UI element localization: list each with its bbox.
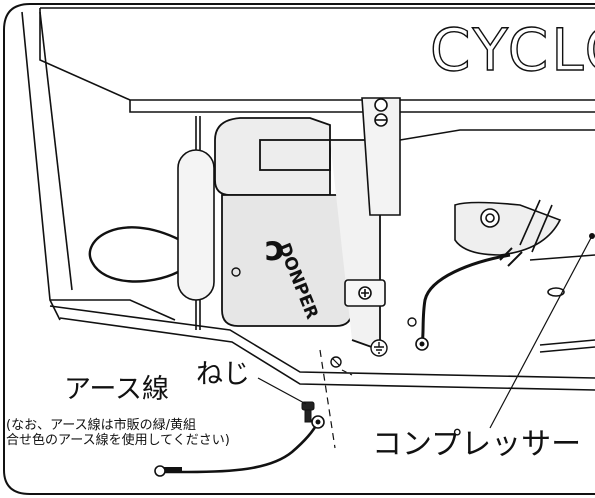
outer-frame [3, 3, 595, 495]
base-plate [49, 254, 595, 391]
earth-symbol-icon [370, 339, 388, 357]
insertion-guide [319, 349, 336, 449]
terminal-ring [407, 317, 417, 327]
screw-hole-mark [331, 357, 341, 367]
insertion-guide-2 [341, 369, 353, 376]
compressor-label: コンプレッサー [372, 427, 582, 462]
left-wall [21, 11, 176, 321]
filter-drier [177, 116, 215, 330]
compressor-bolt [231, 267, 241, 277]
compressor-leader-dot [589, 233, 595, 239]
mount-bracket [361, 97, 401, 216]
earth-wire-note-line1: (なお、アース線は市販の緑/黄組 [6, 418, 197, 433]
earth-wire-label: アース線 [64, 374, 170, 405]
wire-terminal-core [419, 341, 425, 347]
screw-leader-line [257, 377, 307, 405]
compressor-earth-wire [420, 253, 511, 345]
screw-label: ねじ [196, 359, 250, 390]
earth-wire-note-line2: 合せ色のアース線を使用してください) [6, 433, 230, 448]
compressor-body [214, 117, 381, 352]
loop-pipe [88, 226, 181, 283]
compressor-logo-icon: ↄ [265, 229, 285, 269]
right-housing [399, 129, 595, 267]
screw-hole [330, 356, 342, 368]
terminal-box [344, 279, 386, 307]
compressor-leader-line [489, 235, 593, 429]
brand-lettering: CYCLO [430, 16, 595, 84]
new-earth-wire [154, 415, 325, 477]
